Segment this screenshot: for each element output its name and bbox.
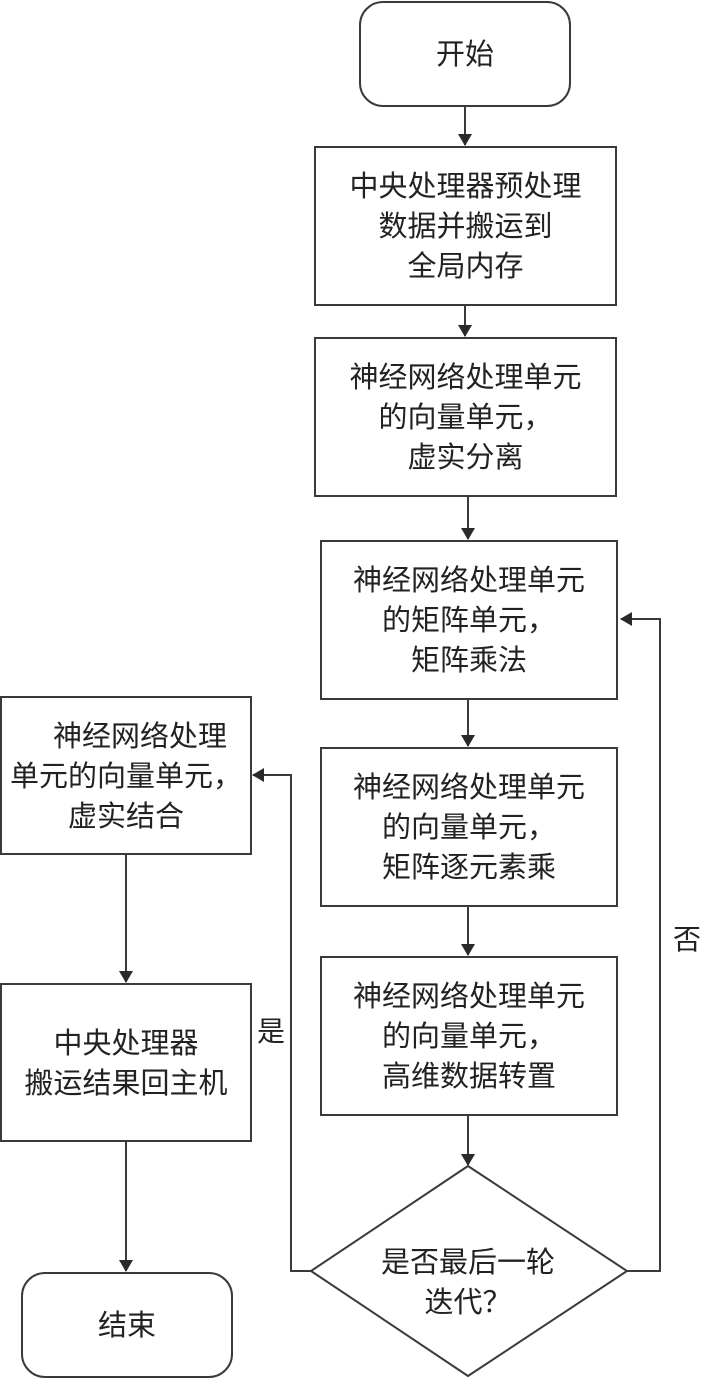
node-text-line: 神经网络处理单元 bbox=[352, 770, 585, 804]
start-terminal: 开始 bbox=[359, 1, 571, 107]
end-label: 结束 bbox=[97, 1308, 156, 1342]
node-text-line: 的向量单元， bbox=[381, 1019, 556, 1053]
cpu-return-box: 中央处理器 搬运结果回主机 bbox=[0, 983, 252, 1142]
edge-label-no: 否 bbox=[673, 923, 702, 956]
elementwise-mult-box: 神经网络处理单元 的向量单元， 矩阵逐元素乘 bbox=[320, 747, 618, 907]
node-text-line: 高维数据转置 bbox=[381, 1059, 556, 1093]
edge-decision-yes-to-combine bbox=[252, 768, 311, 1272]
transpose-box: 神经网络处理单元 的向量单元， 高维数据转置 bbox=[320, 956, 618, 1116]
node-text-line: 单元的向量单元， bbox=[9, 758, 242, 793]
edge-label-yes: 是 bbox=[257, 1015, 286, 1048]
node-text-line: 搬运结果回主机 bbox=[24, 1065, 228, 1100]
node-text-line: 神经网络处理单元 bbox=[352, 979, 585, 1013]
node-text-line: 的向量单元， bbox=[381, 810, 556, 844]
node-text-line: 数据并搬运到 bbox=[378, 209, 553, 243]
matrix-mult-box: 神经网络处理单元 的矩阵单元， 矩阵乘法 bbox=[320, 540, 618, 700]
decision-diamond-shape bbox=[309, 1164, 629, 1378]
node-text-line: 神经网络处理单元 bbox=[349, 360, 582, 394]
node-text-line: 中央处理器预处理 bbox=[349, 169, 582, 203]
node-text-line: 虚实结合 bbox=[67, 798, 184, 833]
edge-decision-no-to-matrix bbox=[620, 612, 661, 1272]
vector-split-box: 神经网络处理单元 的向量单元， 虚实分离 bbox=[314, 337, 617, 497]
vector-combine-box: 神经网络处理 单元的向量单元， 虚实结合 bbox=[0, 696, 252, 855]
node-text-line: 的向量单元， bbox=[378, 400, 553, 434]
decision-text: 是否最后一轮 迭代？ bbox=[340, 1242, 596, 1322]
cpu-preprocess-box: 中央处理器预处理 数据并搬运到 全局内存 bbox=[314, 146, 617, 306]
node-text-line: 全局内存 bbox=[407, 249, 524, 283]
start-label: 开始 bbox=[435, 37, 494, 71]
end-terminal: 结束 bbox=[21, 1272, 233, 1378]
node-text-line: 中央处理器 bbox=[53, 1025, 199, 1060]
node-text-line: 神经网络处理 bbox=[52, 718, 227, 753]
node-text-line: 迭代？ bbox=[424, 1285, 512, 1319]
node-text-line: 矩阵乘法 bbox=[410, 643, 527, 677]
node-text-line: 的矩阵单元， bbox=[381, 603, 556, 637]
node-text-line: 虚实分离 bbox=[407, 440, 524, 474]
node-text-line: 是否最后一轮 bbox=[380, 1245, 555, 1279]
node-text-line: 矩阵逐元素乘 bbox=[381, 850, 556, 884]
node-text-line: 神经网络处理单元 bbox=[352, 563, 585, 597]
